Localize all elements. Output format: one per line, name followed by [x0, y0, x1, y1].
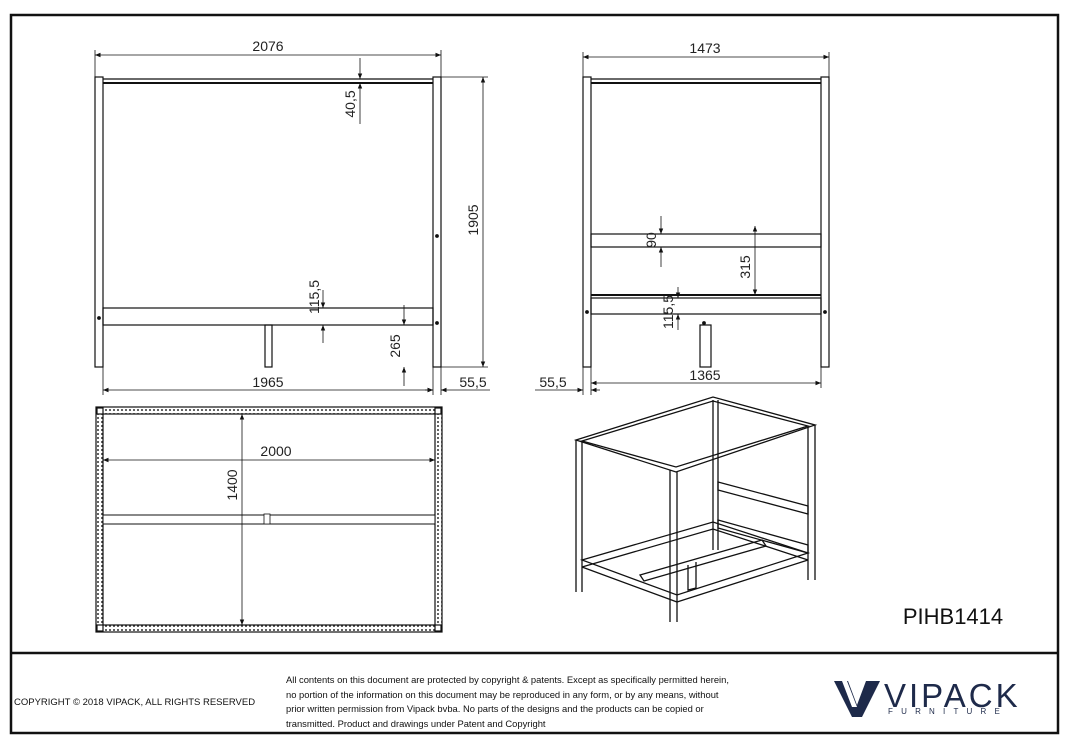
legal-disclaimer: All contents on this document are protec… [286, 673, 756, 731]
front-rail-height-label: 115,5 [306, 280, 322, 314]
side-end-rail [590, 297, 822, 315]
brand-name: VIPACK [884, 677, 1021, 714]
front-inner-length-label: 1965 [252, 374, 283, 390]
top-mattress-width-label: 1400 [224, 469, 240, 500]
legal-line: no portion of the information on this do… [286, 688, 719, 700]
side-rail-height-label: 115,5 [660, 295, 676, 329]
copyright-notice: COPYRIGHT © 2018 VIPACK, ALL RIGHTS RESE… [14, 697, 256, 708]
isometric-view [573, 396, 818, 622]
front-overall-width-label: 2076 [252, 38, 283, 54]
front-overall-height-label: 1905 [465, 204, 481, 235]
side-right-post [820, 76, 830, 368]
front-right-post [432, 76, 442, 368]
front-left-post [94, 76, 104, 368]
side-overall-width-label: 1473 [689, 40, 720, 56]
side-headboard-top-rail [590, 233, 822, 248]
side-post-width-label: 55,5 [539, 374, 566, 390]
legal-line: prior written permission from Vipack bvb… [286, 703, 704, 714]
front-view [94, 50, 490, 395]
side-left-post [582, 76, 592, 368]
front-post-width-label: 55,5 [459, 374, 486, 390]
front-leg-clearance-label: 265 [387, 334, 403, 358]
side-headboard-height-label: 315 [737, 255, 753, 279]
legal-line: transmitted. Product and drawings under … [286, 717, 546, 729]
legal-line: All contents on this document are protec… [286, 674, 729, 685]
front-side-rail [102, 307, 434, 326]
vipack-logo-mark-icon [834, 681, 880, 717]
front-top-rail-drop-label: 40,5 [342, 90, 358, 117]
front-center-leg [264, 324, 273, 368]
side-inner-width-label: 1365 [689, 367, 720, 383]
side-view [535, 52, 830, 395]
outer-border [9, 13, 1060, 735]
side-center-leg [699, 324, 712, 368]
side-headboard-rail-label: 90 [643, 232, 659, 248]
vipack-logo: VIPACK FURNITURE [832, 677, 1032, 721]
brand-tagline: FURNITURE [888, 707, 1009, 716]
top-view [95, 406, 443, 633]
product-code: PIHB1414 [903, 604, 1003, 629]
top-mattress-length-label: 2000 [260, 443, 291, 459]
